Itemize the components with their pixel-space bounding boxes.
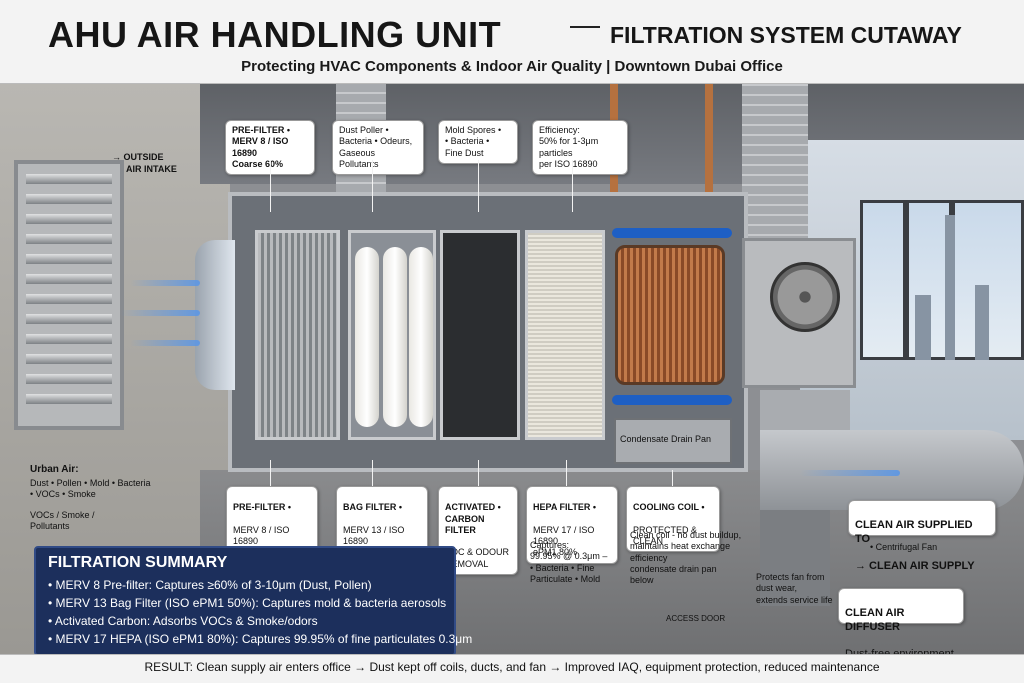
pre-filter-panel [255,230,340,440]
filter-bag [383,247,407,427]
fan-protection-note: Protects fan from dust wear, extends ser… [756,572,833,605]
cooling-coil-label: COOLING COIL • PROTECTED & CLEAN [626,486,720,553]
callout-line [270,160,271,212]
filter-bag [355,247,379,427]
title-separator [570,26,600,28]
summary-item: MERV 13 Bag Filter (ISO ePM1 50%): Captu… [48,594,447,612]
summary-item: MERV 8 Pre-filter: Captures ≥60% of 3-10… [48,576,442,594]
louver-slat [26,214,112,224]
louver-slat [26,314,112,324]
chilled-water-pipe [612,395,732,405]
callout-line [478,160,479,212]
clean-air-supply-line1: CLEAN AIR SUPPLIED TO [855,518,973,545]
summary-title: FILTRATION SUMMARY [48,554,228,571]
access-door-label: ACCESS DOOR [666,614,726,623]
louver-slat [26,194,112,204]
clean-air-supply-label: CLEAN AIR SUPPLIED TO → CLEAN AIR SUPPLY [848,500,996,572]
summary-item: MERV 17 HEPA (ISO ePM1 80%): Captures 99… [48,630,473,648]
fan-icon [770,262,840,332]
clean-air-diffuser-label: CLEAN AIR DIFFUSER Dust-free environment [838,588,964,660]
airflow-arrow-icon [130,280,200,286]
chilled-water-pipe [612,228,732,238]
condensate-drain-pan [614,418,732,464]
hepa-top-label: Efficiency: 50% for 1-3μm particles per … [532,120,628,175]
callout-line [372,460,373,486]
intake-louver [14,160,124,430]
bag-filter-title: BAG FILTER • [343,502,402,513]
cooling-coil-title: COOLING COIL • [633,502,705,513]
hepa-captures-note: Captures: 99.95% @ 0.3μm – • Bacteria • … [530,540,608,584]
callout-line [566,460,567,486]
bag-filter-panel [348,230,436,440]
carbon-filter-panel [440,230,520,440]
hepa-filter-panel [525,230,605,440]
airflow-arrow-icon [120,310,200,316]
louver-slat [26,234,112,244]
drain-pan-label: Condensate Drain Pan [620,434,712,444]
diffuser-stand [760,510,830,606]
copper-pipe [705,84,713,192]
callout-line [270,460,271,486]
carbon-filter-top-label: Mold Spores • • Bacteria • Fine Dust [438,120,518,164]
vocs-label: VOCs / Smoke / Pollutants [30,510,95,532]
intake-label-line2: AIR INTAKE [126,164,177,174]
urban-air-items: Dust • Pollen • Mold • Bacteria • VOCs •… [30,478,151,500]
intake-label-line1: → OUTSIDE [112,152,164,162]
urban-air-title: Urban Air: [30,464,79,475]
hepa-filter-bottom-label: HEPA FILTER • MERV 17 / ISO 16890 ePM1 8… [526,486,618,564]
pre-filter-title: PRE-FILTER • [233,502,291,513]
callout-line [478,460,479,486]
skyscraper-illustration [945,215,955,360]
louver-slat [26,254,112,264]
callout-line [672,470,673,486]
skyscraper-illustration [915,295,931,360]
skyscraper-illustration [975,285,989,360]
summary-item: Activated Carbon: Adsorbs VOCs & Smoke/o… [48,612,442,630]
louver-slat [26,274,112,284]
hepa-filter-body: MERV 17 / ISO 16890 ePM1 80% [533,524,595,558]
louver-slat [26,294,112,304]
page-title: AHU AIR HANDLING UNIT [48,14,502,55]
bag-filter-top-label: Dust Poller • Bacteria • Odeurs, Gaseous… [332,120,424,175]
result-statement: RESULT: Clean supply air enters office →… [144,660,880,674]
clean-air-diffuser-title: CLEAN AIR DIFFUSER [845,606,905,633]
louver-slat [26,374,112,384]
filter-bag [409,247,433,427]
filtration-summary-panel: FILTRATION SUMMARY MERV 8 Pre-filter: Ca… [34,546,473,656]
supply-duct-vertical [742,84,808,244]
louver-slat [26,354,112,364]
result-bar [0,654,1024,683]
carbon-filter-title: ACTIVATED • CARBON FILTER [445,502,501,535]
airflow-arrow-icon [800,470,900,476]
callout-line [372,160,373,212]
airflow-arrow-icon [130,340,200,346]
header-bar [0,0,1024,84]
page-subtitle: Protecting HVAC Components & Indoor Air … [241,58,783,75]
centrifugal-fan-label: • Centrifugal Fan [870,542,938,552]
louver-slat [26,174,112,184]
intake-collar [195,240,235,390]
cooling-coil-note: Clean coil - no dust buildup, maintains … [630,530,742,585]
louver-slat [26,394,112,404]
hepa-filter-title: HEPA FILTER • [533,502,596,513]
cooling-coil [615,245,725,385]
louver-slat [26,334,112,344]
office-window [860,200,906,360]
cooling-coil-body: PROTECTED & CLEAN [633,524,698,546]
clean-air-supply-line2: → CLEAN AIR SUPPLY [855,560,975,572]
page-title-secondary: FILTRATION SYSTEM CUTAWAY [610,22,962,48]
callout-line [572,160,573,212]
